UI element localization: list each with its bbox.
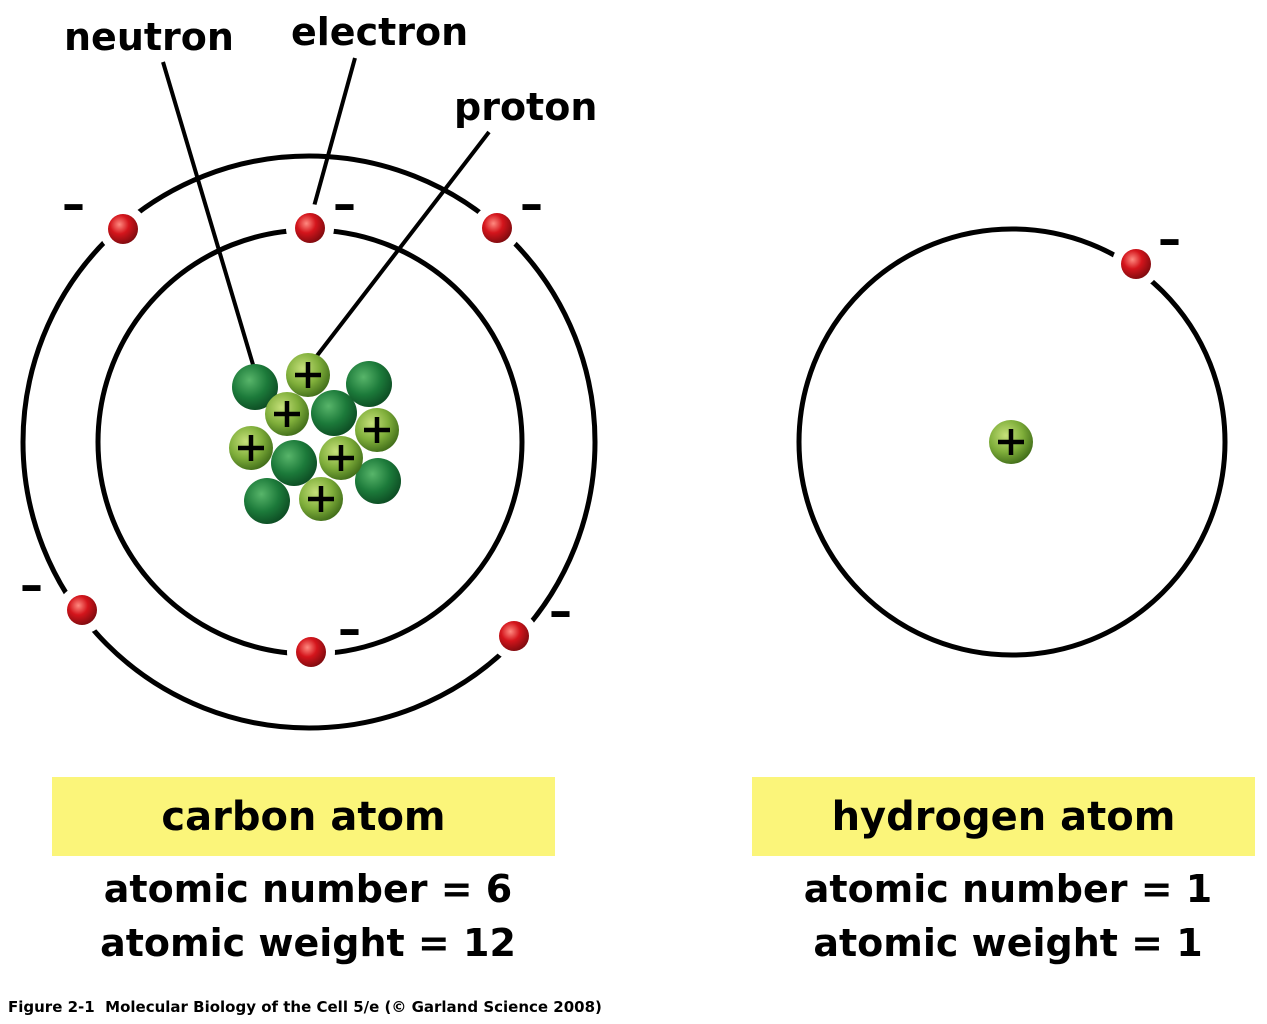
electron-label: electron [291,10,468,54]
neutron [346,361,392,407]
svg-text:–: – [333,177,356,231]
carbon-electron: – [490,584,572,660]
carbon-electron: – [20,558,106,634]
hydrogen-electron: – [1112,212,1181,288]
figure-caption: Figure 2-1 Molecular Biology of the Cell… [8,998,602,1016]
svg-text:–: – [1158,212,1181,266]
proton [265,392,309,436]
neutron [271,440,317,486]
hydrogen-atomic-number: atomic number = 1 [803,867,1213,911]
svg-text:–: – [520,177,543,231]
carbon-nucleus [229,353,401,524]
proton [286,353,330,397]
proton [229,426,273,470]
hydrogen-orbit [796,226,1228,658]
svg-text:–: – [549,584,572,638]
neutron [355,458,401,504]
neutron-label: neutron [64,15,234,59]
neutron-pointer-line [161,61,256,369]
hydrogen-proton [989,420,1033,464]
svg-text:–: – [62,177,85,231]
svg-text:–: – [20,558,43,612]
proton [299,477,343,521]
carbon-electron: – [287,602,361,676]
electron-pointer-line [311,57,357,211]
svg-text:–: – [338,602,361,656]
carbon-stats: atomic number = 6 atomic weight = 12 [52,862,564,970]
proton [355,408,399,452]
proton-label: proton [454,85,597,129]
hydrogen-atom-label: hydrogen atom [752,777,1255,856]
carbon-outer-orbit [20,153,598,731]
carbon-electron: – [62,177,147,253]
carbon-electron: – [286,177,356,252]
neutron [311,390,357,436]
proton [319,436,363,480]
neutron [232,364,278,410]
carbon-atom-label: carbon atom [52,777,555,856]
carbon-atomic-number: atomic number = 6 [103,867,513,911]
proton-pointer-line [314,130,491,359]
carbon-electron: – [473,177,543,252]
neutron [244,478,290,524]
hydrogen-atomic-weight: atomic weight = 1 [813,921,1203,965]
hydrogen-stats: atomic number = 1 atomic weight = 1 [752,862,1264,970]
carbon-atomic-weight: atomic weight = 12 [100,921,516,965]
carbon-inner-orbit [95,227,525,657]
